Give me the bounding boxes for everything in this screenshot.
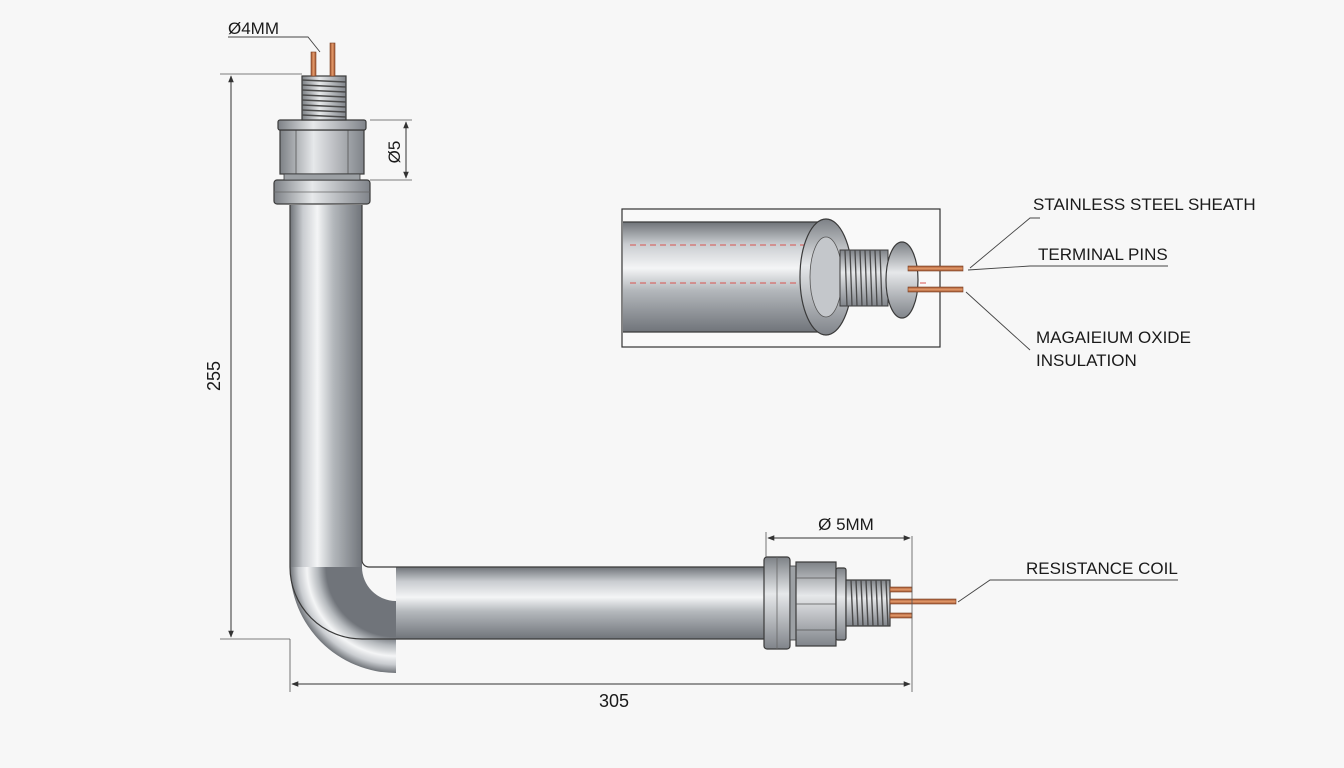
insulation-label-line1: MAGAIEIUM OXIDE [1036,328,1191,347]
right-terminal-pin-bottom [889,612,913,619]
sheath-label: STAINLESS STEEL SHEATH [1033,195,1256,214]
dimension-height: 255 [204,73,302,640]
inset-terminal-pin-lower [907,286,964,293]
inset-terminal-pin-upper [907,265,964,272]
detail-inset [621,208,964,348]
dimension-pin-diameter: Ø4MM [228,19,321,53]
insulation-label-line2: INSULATION [1036,351,1137,370]
right-fitting [763,556,957,650]
top-terminal-pin-left [310,51,317,77]
callout-sheath: STAINLESS STEEL SHEATH [969,195,1256,269]
width-label: 305 [599,691,629,711]
heating-element-tube [289,205,764,673]
callout-pins: TERMINAL PINS [967,245,1168,271]
nut-diameter-label: Ø5 [385,141,404,164]
pins-label: TERMINAL PINS [1038,245,1168,264]
top-terminal-pin-right [329,42,336,77]
coil-label: RESISTANCE COIL [1026,559,1178,578]
right-terminal-pin-middle [889,598,957,605]
right-terminal-pin-top [889,586,913,593]
dimension-width: 305 [289,536,913,711]
dimension-nut-diameter: Ø5 [370,119,412,181]
top-fitting [273,42,371,205]
height-label: 255 [204,361,224,391]
fitting-diameter-label: Ø 5MM [818,515,874,534]
callout-coil: RESISTANCE COIL [957,559,1178,603]
dimension-fitting-diameter: Ø 5MM [765,515,911,557]
callout-insulation: MAGAIEIUM OXIDE INSULATION [965,291,1191,370]
pin-diameter-label: Ø4MM [228,19,279,38]
